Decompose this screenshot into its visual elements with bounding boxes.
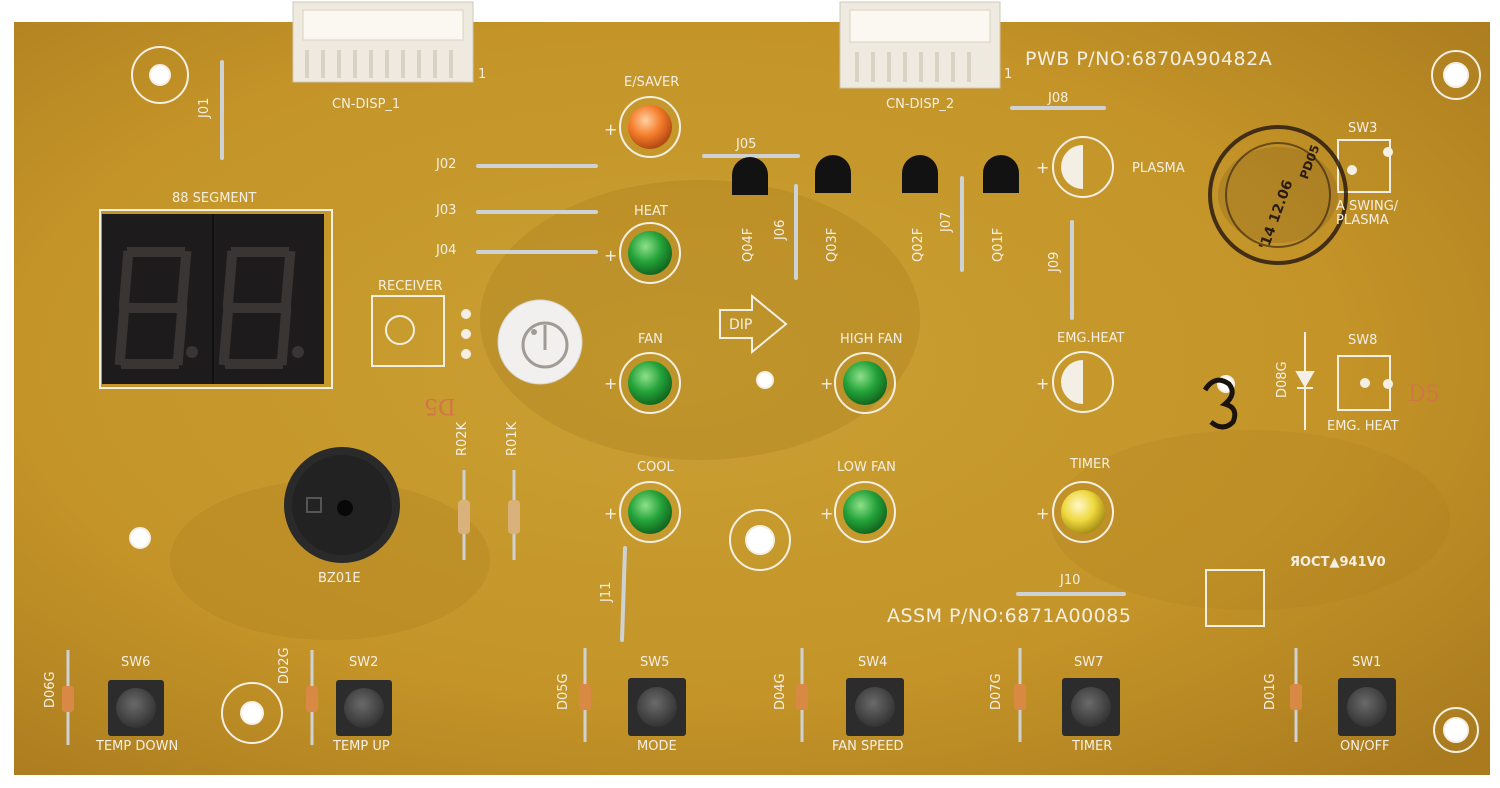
resistor-label: R01K [505,421,520,456]
polarity-plus: + [604,504,618,523]
resistors [458,470,520,560]
jumper-wires [220,60,1126,642]
connector-label: CN-DISP_2 [886,97,955,112]
switch-ref-label: SW4 [858,655,888,670]
diode-label: D07G [989,673,1004,710]
diode-d08g-symbol [1295,332,1315,430]
jumper-label: J08 [1048,91,1069,106]
connector-label: CN-DISP_1 [332,97,401,112]
receiver-label: RECEIVER [378,279,443,294]
jumper-label: J11 [599,581,614,602]
transistor-label: Q02F [911,227,926,262]
switch-ref-label: SW7 [1074,655,1104,670]
buzzer [284,447,400,563]
polarity-plus: + [1036,158,1050,177]
connector-pin1-label: 1 [1004,67,1013,82]
led-bodies [628,105,1105,534]
switch-function-label: MODE [637,739,677,754]
jumper-label: J04 [436,243,457,258]
jumper-label: J07 [939,211,954,232]
switch-function-label: ON/OFF [1340,739,1390,754]
connector-cn-disp-1 [292,1,474,83]
jumper-label: J05 [736,137,757,152]
transistor-label: Q04F [741,227,756,262]
led-label: E/SAVER [624,75,680,90]
pwb-part-number: PWB P/NO:6870A90482A [1025,48,1273,70]
lg-logo-icon [497,299,583,385]
diode-label: D05G [556,673,571,710]
buzzer-label: BZ01E [318,571,361,586]
unpopulated-half-circles [1061,145,1083,404]
switch-function-label: EMG. HEAT [1327,419,1399,434]
polarity-plus: + [1036,374,1050,393]
diode-label: D04G [773,673,788,710]
led-label: HEAT [634,204,668,219]
switch-ref-label: SW5 [640,655,670,670]
led-rings [619,96,1114,543]
polarity-plus: + [820,504,834,523]
led-label: LOW FAN [837,460,896,475]
led-label: TIMER [1070,457,1111,472]
assm-part-number: ASSM P/NO:6871A00085 [887,605,1132,627]
diode-label: D08G [1275,361,1290,398]
diode-label: D02G [277,647,292,684]
connector-cn-disp-2 [839,1,1001,89]
switch-ref-label: SW6 [121,655,151,670]
seven-segment-display [99,209,333,389]
dip-arrow [719,293,788,355]
transistors [732,155,1019,195]
transistor-label: Q03F [825,227,840,262]
connector-pin1-label: 1 [478,67,487,82]
transistor-label: Q01F [991,227,1006,262]
polarity-plus: + [1036,504,1050,523]
placeholder-label: EMG.HEAT [1057,331,1125,346]
resistor-label: R02K [455,421,470,456]
polarity-plus: + [604,374,618,393]
d5-mark: D5 [424,393,456,418]
jumper-label: J10 [1060,573,1081,588]
display-label: 88 SEGMENT [172,191,257,206]
jumper-label: J02 [436,157,457,172]
jumper-label: J06 [773,219,788,240]
polarity-plus: + [604,120,618,139]
jumper-label: J01 [197,97,212,118]
jumper-label: J03 [436,203,457,218]
placeholder-label: PLASMA [1132,161,1185,176]
switch-function-label: FAN SPEED [832,739,904,754]
unpopulated-switch-boxes [1205,139,1393,627]
tactile-switches [108,678,1396,736]
date-stamp [1208,125,1348,265]
receiver-footprint [371,295,471,367]
led-label: FAN [638,332,663,347]
led-label: HIGH FAN [840,332,903,347]
switch-function-label: TEMP DOWN [96,739,179,754]
diode-label: D01G [1263,673,1278,710]
diode-label: D06G [43,671,58,708]
switch-function-label: TEMP UP [333,739,390,754]
polarity-plus: + [604,246,618,265]
switch-ref-label: SW3 [1348,121,1378,136]
cert-mark: ЯOCT▲941V0 [1290,555,1386,570]
switch-ref-label: SW8 [1348,333,1378,348]
signal-diodes [62,648,1302,745]
d5-mark: D5 [1408,382,1440,407]
switch-function-label: TIMER [1072,739,1113,754]
ink-mark [1202,377,1238,430]
switch-ref-label: SW2 [349,655,379,670]
pcb-substrate [14,22,1490,775]
mounting-holes [129,46,1481,753]
led-label: COOL [637,460,674,475]
polarity-plus: + [820,374,834,393]
switch-function-label: A SWING/ PLASMA [1336,199,1399,228]
jumper-label: J09 [1047,251,1062,272]
dip-arrow-label: DIP [729,317,753,333]
switch-ref-label: SW1 [1352,655,1382,670]
